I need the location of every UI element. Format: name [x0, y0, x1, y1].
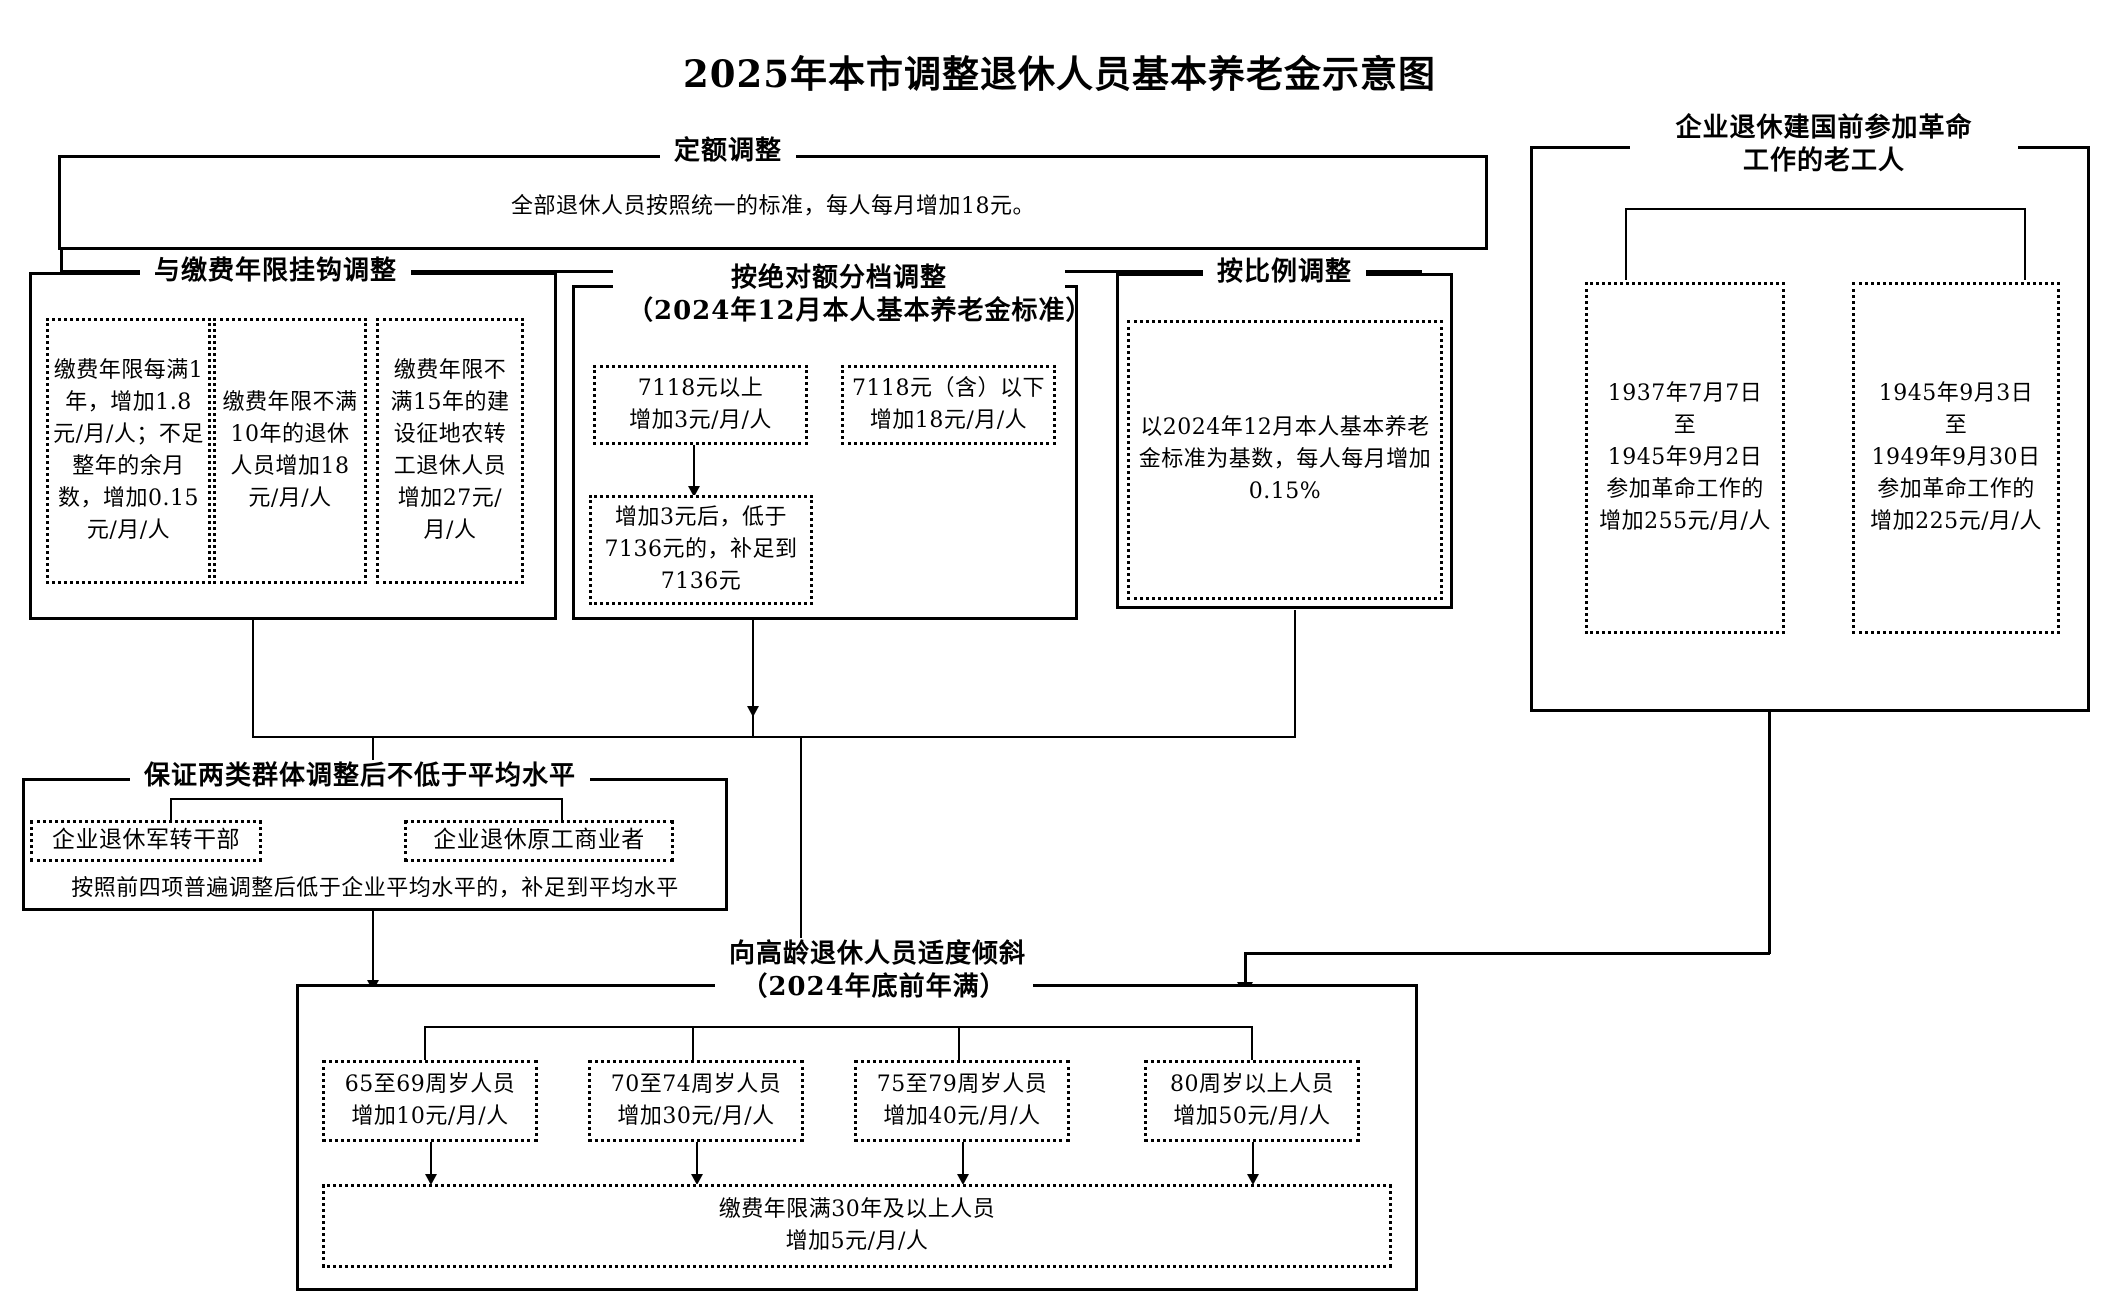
two-groups-tag-right: 企业退休原工商业者 — [404, 820, 674, 862]
years-linked-box-3: 缴费年限不满15年的建设征地农转工退休人员增加27元/月/人 — [376, 318, 524, 584]
pre-liberation-box-1-text: 1937年7月7日 至 1945年9月2日 参加革命工作的 增加255元/月/人 — [1599, 381, 1771, 534]
arrow-elderly-1-down — [425, 1174, 437, 1185]
arrow-elderly-3-down — [957, 1174, 969, 1185]
section-elderly-caption-line2: （2024年底前年满） — [741, 971, 1007, 1002]
connector-merge-to-twogroups — [372, 736, 374, 778]
years-linked-box-2: 缴费年限不满10年的退休人员增加18元/月/人 — [213, 318, 367, 584]
arrow-elderly-2-down — [691, 1174, 703, 1185]
connector-years-down — [252, 620, 254, 738]
section-elderly-caption: 向高龄退休人员适度倾斜 （2024年底前年满） — [715, 938, 1033, 1003]
connector-elderly-3-down — [962, 1142, 964, 1180]
elderly-box-2-text: 70至74周岁人员 增加30元/月/人 — [610, 1072, 782, 1129]
two-groups-bracket-top — [170, 798, 562, 800]
connector-elderly-4-down — [1252, 1142, 1254, 1180]
absolute-tier-box-above-text: 7118元以上 增加3元/月/人 — [629, 376, 772, 433]
pre-liberation-box-2-text: 1945年9月3日 至 1949年9月30日 参加革命工作的 增加225元/月/… — [1870, 381, 2042, 534]
pre-liberation-bracket-right — [2024, 208, 2026, 280]
connector-fixed-to-left — [60, 250, 63, 272]
section-pre-liberation-caption-line1: 企业退休建国前参加革命 — [1675, 113, 1973, 143]
page-title: 2025年本市调整退休人员基本养老金示意图 — [683, 52, 1436, 96]
connector-merge-bar — [252, 736, 1296, 738]
elderly-box-3: 75至79周岁人员 增加40元/月/人 — [854, 1060, 1070, 1142]
connector-absolute-down — [752, 620, 754, 736]
absolute-tier-box-makeup-text: 增加3元后，低于7136元的，补足到7136元 — [604, 505, 798, 594]
elderly-box-1-text: 65至69周岁人员 增加10元/月/人 — [344, 1072, 516, 1129]
elderly-bottom-box: 缴费年限满30年及以上人员 增加5元/月/人 — [322, 1184, 1392, 1268]
elderly-box-1: 65至69周岁人员 增加10元/月/人 — [322, 1060, 538, 1142]
two-groups-note: 按照前四项普遍调整后低于企业平均水平的，补足到平均水平 — [71, 876, 679, 901]
section-fixed-adjustment-body: 全部退休人员按照统一的标准，每人每月增加18元。 — [511, 194, 1035, 219]
years-linked-box-1: 缴费年限每满1年，增加1.8元/月/人；不足整年的余月数，增加0.15元/月/人 — [46, 318, 211, 584]
section-absolute-tier-caption: 按绝对额分档调整 （2024年12月本人基本养老金标准） — [613, 262, 1093, 327]
arrow-elderly-4-down — [1247, 1174, 1259, 1185]
elderly-box-4-text: 80周岁以上人员 增加50元/月/人 — [1170, 1072, 1334, 1129]
two-groups-bracket-left — [170, 798, 172, 824]
section-pre-liberation-caption-line2: 工作的老工人 — [1742, 145, 1905, 176]
elderly-bracket-v1 — [424, 1026, 426, 1062]
two-groups-tag-left-text: 企业退休军转干部 — [52, 827, 240, 854]
elderly-bracket-v4 — [1251, 1026, 1253, 1062]
section-years-linked-caption: 与缴费年限挂钩调整 — [140, 255, 412, 288]
arrow-absolute-merge — [747, 706, 759, 717]
absolute-tier-box-above: 7118元以上 增加3元/月/人 — [593, 365, 808, 445]
connector-elderly-2-down — [696, 1142, 698, 1180]
connector-above-to-makeup — [693, 445, 695, 490]
section-absolute-tier-caption-line1: 按绝对额分档调整 — [730, 263, 947, 293]
pre-liberation-box-2: 1945年9月3日 至 1949年9月30日 参加革命工作的 增加225元/月/… — [1852, 282, 2060, 634]
elderly-bracket-v3 — [958, 1026, 960, 1062]
elderly-box-2: 70至74周岁人员 增加30元/月/人 — [588, 1060, 804, 1142]
two-groups-tag-left: 企业退休军转干部 — [30, 820, 262, 862]
connector-twogroups-down — [372, 911, 374, 986]
years-linked-box-3-text: 缴费年限不满15年的建设征地农转工退休人员增加27元/月/人 — [390, 358, 510, 543]
years-linked-box-2-text: 缴费年限不满10年的退休人员增加18元/月/人 — [222, 390, 358, 511]
connector-elderly-1-down — [430, 1142, 432, 1180]
proportional-box-text: 以2024年12月本人基本养老金标准为基数，每人每月增加0.15% — [1138, 415, 1432, 504]
section-elderly-caption-line1: 向高龄退休人员适度倾斜 — [729, 939, 1027, 969]
section-pre-liberation-caption: 企业退休建国前参加革命 工作的老工人 — [1630, 112, 2018, 177]
absolute-tier-box-below: 7118元（含）以下 增加18元/月/人 — [841, 365, 1056, 445]
pre-liberation-bracket-left — [1625, 208, 1627, 280]
connector-preliberation-down — [1768, 712, 1771, 954]
two-groups-bracket-right — [561, 798, 563, 824]
elderly-bracket-v2 — [692, 1026, 694, 1062]
years-linked-box-1-text: 缴费年限每满1年，增加1.8元/月/人；不足整年的余月数，增加0.15元/月/人 — [53, 358, 204, 543]
section-absolute-tier-caption-line2: （2024年12月本人基本养老金标准） — [627, 295, 1093, 326]
elderly-bracket-top — [424, 1026, 1252, 1028]
pre-liberation-bracket-top — [1625, 208, 2025, 210]
elderly-box-4: 80周岁以上人员 增加50元/月/人 — [1144, 1060, 1360, 1142]
arrow-above-to-makeup — [688, 486, 700, 497]
connector-preliberation-drop — [1244, 952, 1247, 986]
proportional-box: 以2024年12月本人基本养老金标准为基数，每人每月增加0.15% — [1127, 320, 1443, 600]
absolute-tier-box-makeup: 增加3元后，低于7136元的，补足到7136元 — [589, 495, 813, 605]
two-groups-tag-right-text: 企业退休原工商业者 — [433, 827, 645, 854]
absolute-tier-box-below-text: 7118元（含）以下 增加18元/月/人 — [852, 376, 1045, 433]
section-two-groups-caption: 保证两类群体调整后不低于平均水平 — [130, 760, 591, 793]
section-fixed-adjustment-caption: 定额调整 — [660, 135, 797, 168]
section-proportional-caption: 按比例调整 — [1203, 256, 1367, 289]
elderly-bottom-box-text: 缴费年限满30年及以上人员 增加5元/月/人 — [718, 1197, 996, 1254]
connector-merge-to-elderly — [800, 736, 802, 952]
connector-proportional-down — [1294, 610, 1296, 738]
elderly-box-3-text: 75至79周岁人员 增加40元/月/人 — [876, 1072, 1048, 1129]
pre-liberation-box-1: 1937年7月7日 至 1945年9月2日 参加革命工作的 增加255元/月/人 — [1585, 282, 1785, 634]
connector-preliberation-left — [1244, 952, 1770, 955]
